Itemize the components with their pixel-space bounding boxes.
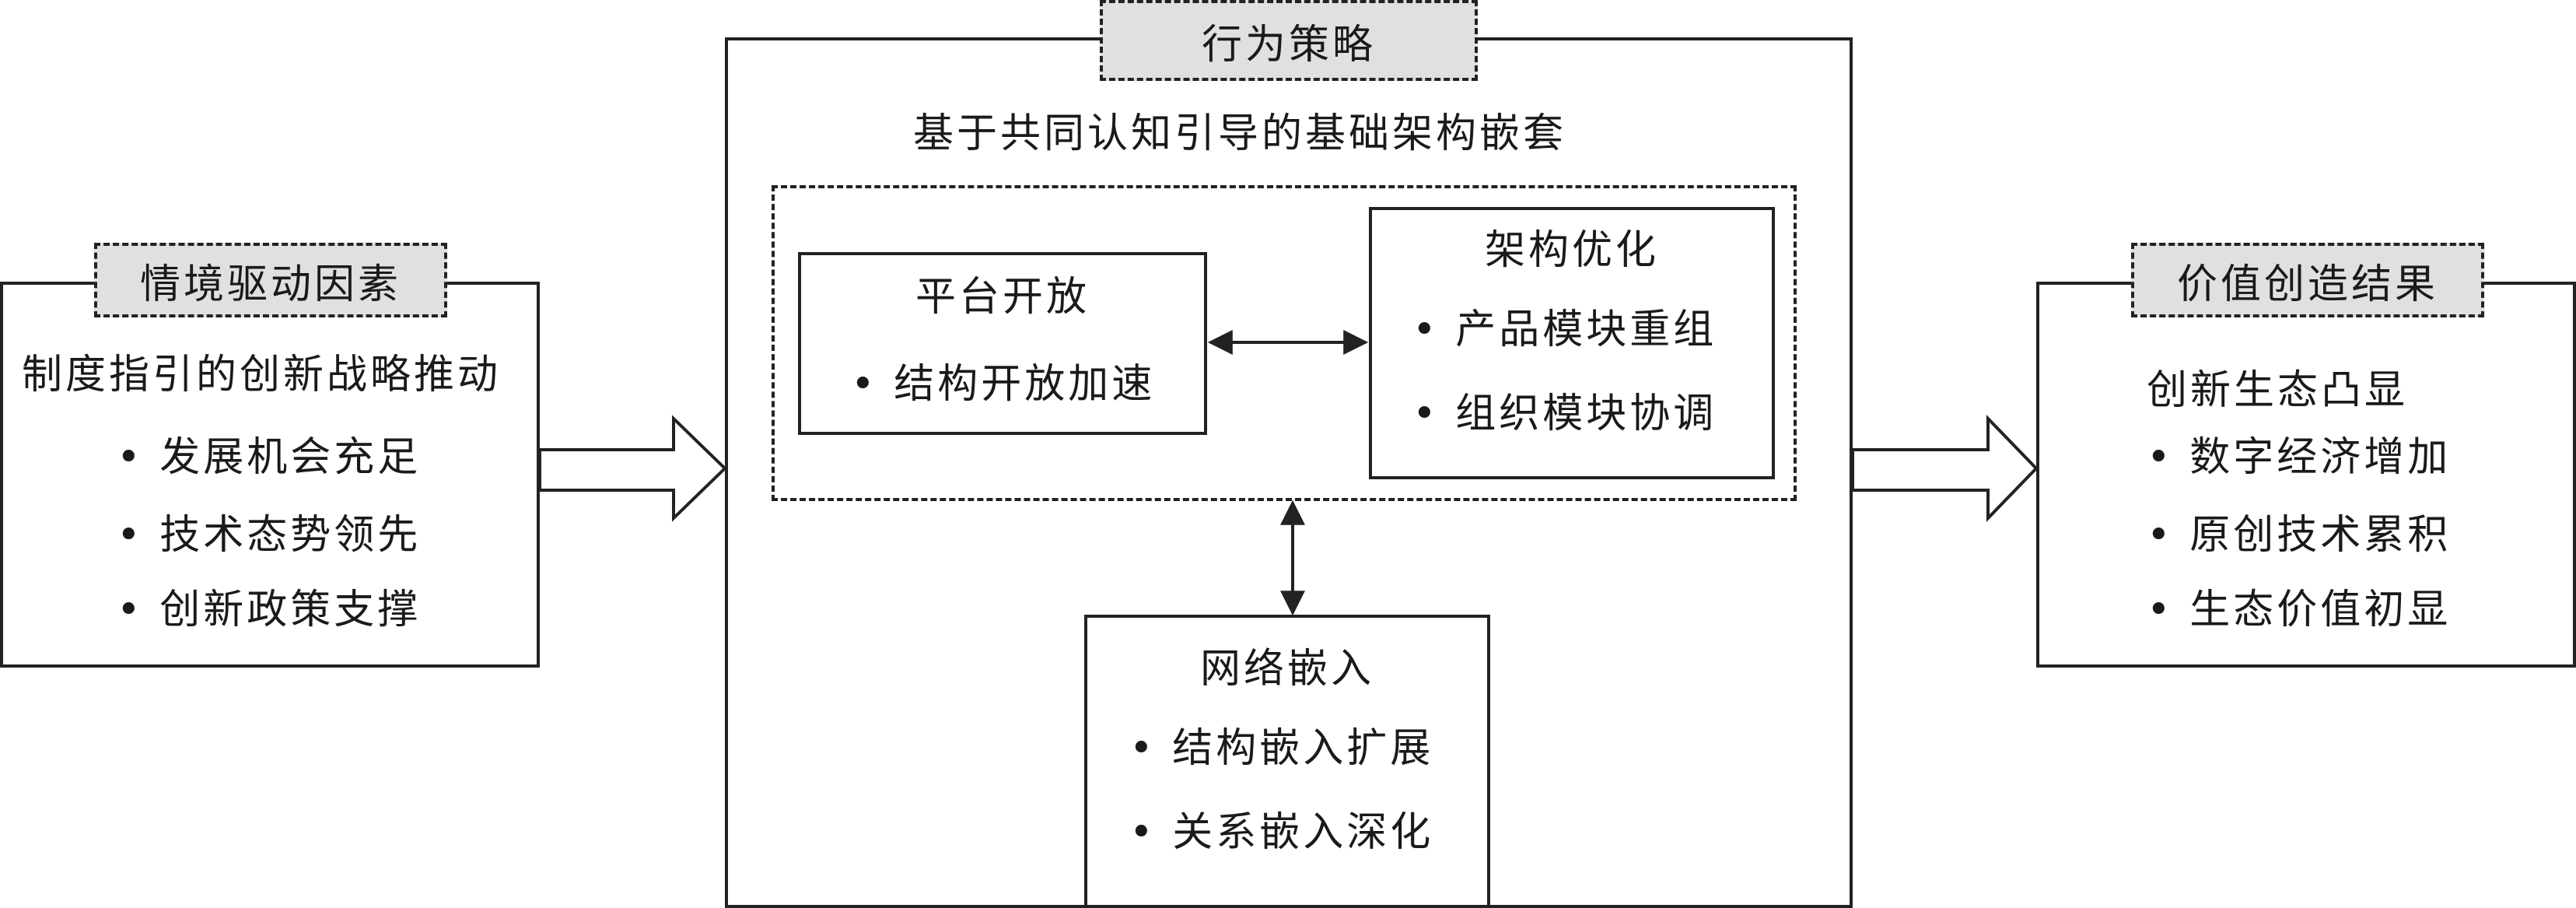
platform-openness-item: 结构开放加速 <box>851 359 1155 409</box>
infrastructure-nesting-group <box>772 185 1797 501</box>
architecture-optimization-item: 组织模块协调 <box>1412 389 1717 439</box>
architecture-optimization-title: 架构优化 <box>1484 227 1659 274</box>
situational-drivers-item: 发展机会充足 <box>117 433 421 482</box>
behavioral-strategy-subtitle: 基于共同认知引导的基础架构嵌套 <box>913 110 1567 157</box>
value-creation-tag: 价值创造结果 <box>2131 243 2484 317</box>
network-embedding-item: 结构嵌入扩展 <box>1129 724 1433 773</box>
value-creation-item: 原创技术累积 <box>2147 510 2451 560</box>
situational-drivers-title: 制度指引的创新战略推动 <box>22 352 502 398</box>
situational-drivers-item: 创新政策支撑 <box>117 585 421 635</box>
block-arrow-right <box>1851 415 2039 522</box>
behavioral-strategy-tag: 行为策略 <box>1100 0 1478 81</box>
block-arrow-left <box>538 415 727 522</box>
architecture-optimization-item: 产品模块重组 <box>1412 305 1717 355</box>
value-creation-item: 数字经济增加 <box>2147 433 2451 482</box>
situational-drivers-tag: 情境驱动因素 <box>94 243 447 317</box>
value-creation-title: 创新生态凸显 <box>2147 367 2409 414</box>
network-embedding-title: 网络嵌入 <box>1199 646 1374 692</box>
network-embedding-item: 关系嵌入深化 <box>1129 808 1433 857</box>
value-creation-item: 生态价值初显 <box>2147 585 2451 635</box>
situational-drivers-item: 技术态势领先 <box>117 510 421 560</box>
platform-openness-title: 平台开放 <box>915 274 1090 321</box>
